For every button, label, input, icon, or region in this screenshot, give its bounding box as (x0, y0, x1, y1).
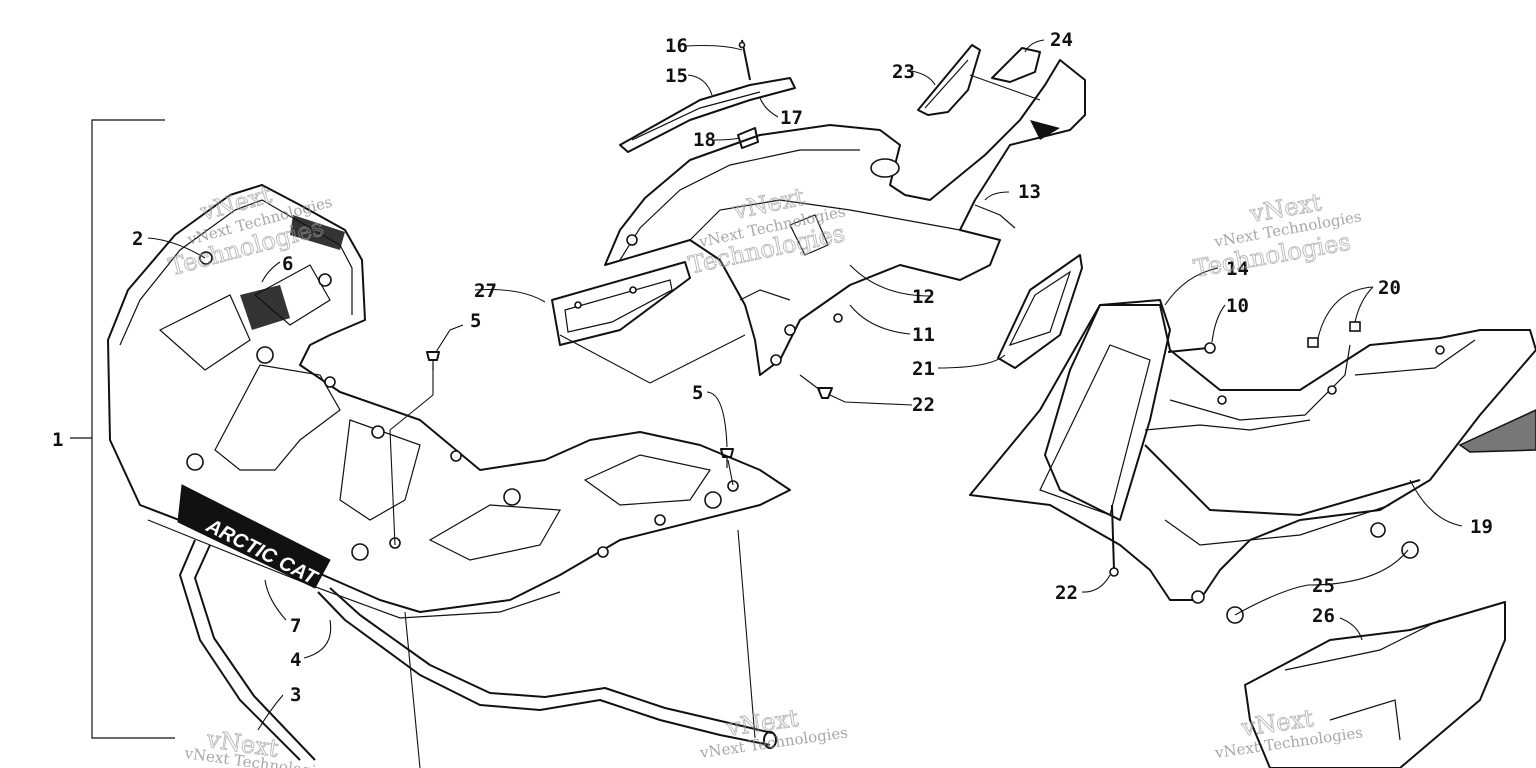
callout-22-b: 22 (1055, 582, 1078, 604)
callout-leaders (147, 39, 1463, 731)
lower-cover-26 (1244, 601, 1506, 768)
callout-labels: 1 2 3 4 5 5 6 7 10 11 12 13 14 15 16 17 … (52, 29, 1493, 706)
light-lens-21 (997, 254, 1083, 369)
watermark-bottom-center: vNext vNext Technologies (698, 704, 849, 762)
rack-leaders (389, 368, 756, 768)
callout-3: 3 (290, 684, 301, 706)
screw-10 (1167, 342, 1216, 354)
clip-18 (737, 127, 759, 149)
callout-20: 20 (1378, 277, 1401, 299)
clip-20-b (1349, 321, 1361, 332)
callout-21: 21 (912, 358, 935, 380)
callout-13: 13 (1018, 181, 1041, 203)
callout-11: 11 (912, 324, 935, 346)
callout-17: 17 (780, 107, 803, 129)
screw-22-b (1109, 504, 1119, 577)
callout-18: 18 (693, 129, 716, 151)
bumper-tube (179, 539, 777, 761)
callout-5-b: 5 (692, 382, 703, 404)
grip-15 (619, 77, 796, 153)
callout-25: 25 (1312, 575, 1335, 597)
pin-16 (738, 39, 751, 81)
watermark-bottom-right: vNext vNext Technologies (1213, 704, 1364, 762)
callout-5-a: 5 (470, 310, 481, 332)
front-rack: ARCTIC CAT (107, 184, 791, 619)
grommet-25-a (1370, 522, 1419, 559)
callout-1: 1 (52, 429, 63, 451)
clip-20-a (1307, 337, 1319, 348)
fastener-5-a (426, 351, 440, 370)
screw-22-a (799, 374, 833, 399)
callout-26: 26 (1312, 605, 1335, 627)
assembly-bracket (70, 119, 175, 739)
callout-10: 10 (1226, 295, 1249, 317)
callout-19: 19 (1470, 516, 1493, 538)
callout-15: 15 (665, 65, 688, 87)
decal-24 (991, 47, 1041, 83)
bezel-14 (1039, 299, 1171, 521)
callout-4: 4 (290, 649, 301, 671)
callout-6: 6 (282, 253, 293, 275)
side-panel-19 (969, 304, 1536, 601)
callout-23: 23 (892, 61, 915, 83)
callout-14: 14 (1226, 258, 1249, 280)
callout-22-a: 22 (912, 394, 935, 416)
front-fender-hood (604, 59, 1086, 376)
callout-12: 12 (912, 286, 935, 308)
watermark-bottom-left: vNext vNext Technologies (183, 724, 334, 768)
callout-2: 2 (132, 228, 143, 250)
callout-7: 7 (290, 615, 301, 637)
watermark-right: vNext vNext Technologies Technologies (1191, 188, 1363, 284)
trim-panel-27 (551, 261, 746, 384)
vent-23 (917, 44, 981, 116)
grommet-25-b (1191, 590, 1244, 624)
callout-27: 27 (474, 280, 497, 302)
callout-16: 16 (665, 35, 688, 57)
watermark-top-left: vNext vNext Technologies Technologies (165, 180, 334, 282)
callout-24: 24 (1050, 29, 1073, 51)
fastener-5-b (720, 448, 734, 468)
